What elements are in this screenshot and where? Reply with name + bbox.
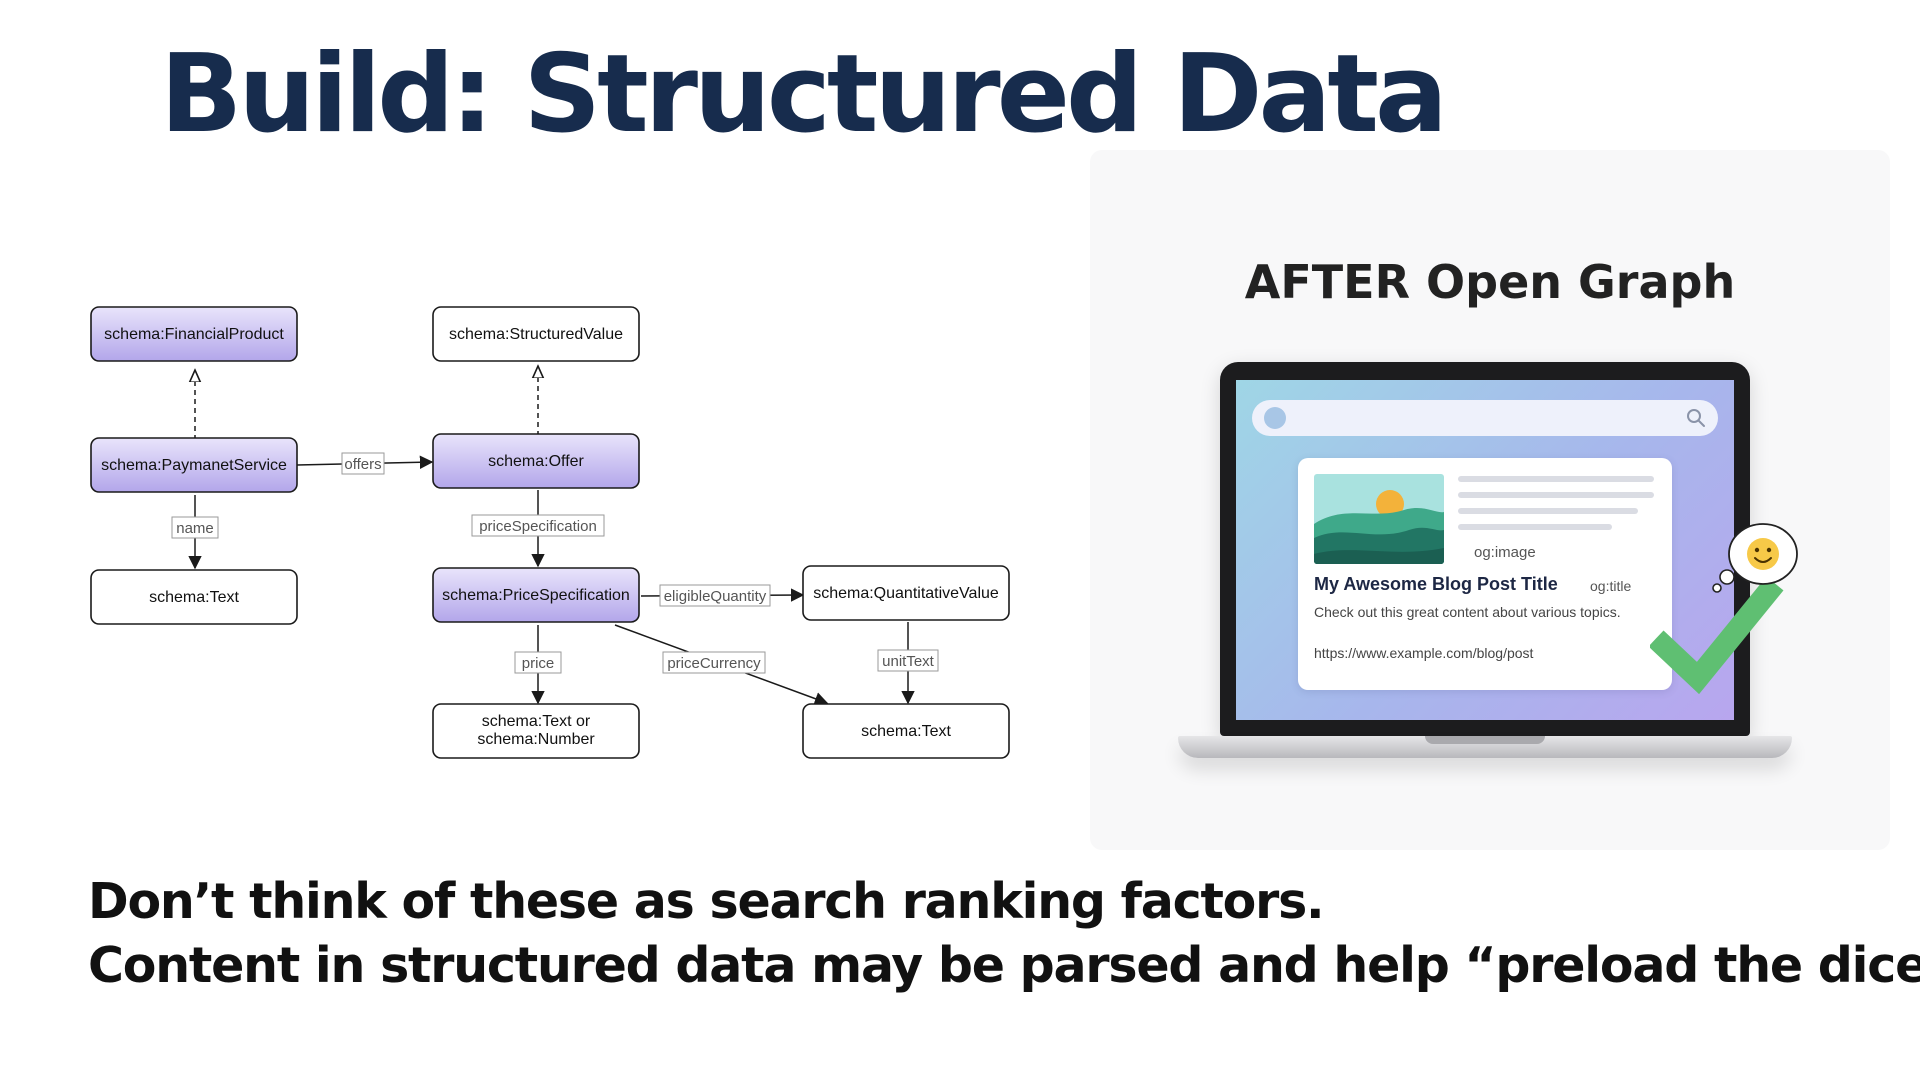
footer-line-2: Content in structured data may be parsed…: [88, 937, 1920, 994]
svg-text:schema:Text or: schema:Text or: [482, 713, 591, 730]
node-price-specification: schema:PriceSpecification: [432, 567, 640, 623]
node-structured-value: schema:StructuredValue: [432, 306, 640, 362]
edge-label-unit-text: unitText: [877, 649, 939, 672]
footer-line-1: Don’t think of these as search ranking f…: [88, 873, 1325, 930]
node-payment-service: schema:PaymanetService: [90, 437, 298, 493]
og-heading: AFTER Open Graph: [1244, 255, 1736, 309]
svg-text:schema:PaymanetService: schema:PaymanetService: [101, 457, 287, 474]
search-icon: [1687, 409, 1705, 427]
og-description: Check out this great content about vario…: [1314, 604, 1621, 620]
node-offer: schema:Offer: [432, 433, 640, 489]
edge-label-price: price: [514, 651, 562, 674]
edge-label-offers: offers: [341, 452, 385, 475]
laptop-notch: [1425, 736, 1545, 744]
search-bar-dot: [1264, 407, 1286, 429]
node-quantitative-value: schema:QuantitativeValue: [802, 565, 1010, 621]
svg-text:offers: offers: [344, 456, 381, 473]
svg-text:schema:FinancialProduct: schema:FinancialProduct: [104, 326, 284, 343]
og-title-text: My Awesome Blog Post Title: [1314, 574, 1558, 594]
og-image-thumbnail: [1314, 474, 1444, 564]
svg-text:priceSpecification: priceSpecification: [479, 518, 597, 535]
schema-diagram: offers name priceSpecification eligibleQ…: [90, 306, 1010, 759]
svg-text:unitText: unitText: [882, 653, 935, 670]
og-text-placeholder: [1458, 476, 1654, 482]
og-url: https://www.example.com/blog/post: [1314, 645, 1534, 661]
og-text-placeholder: [1458, 492, 1654, 498]
svg-text:name: name: [176, 520, 214, 537]
svg-text:priceCurrency: priceCurrency: [667, 655, 761, 672]
edge-label-price-specification: priceSpecification: [471, 514, 605, 537]
svg-text:price: price: [522, 655, 555, 672]
edge-label-eligible-quantity: eligibleQuantity: [659, 584, 771, 607]
search-bar: [1252, 400, 1718, 436]
node-text-or-number: schema:Text or schema:Number: [432, 703, 640, 759]
slide-title: Build: Structured Data: [160, 32, 1448, 157]
laptop-screen: og:image My Awesome Blog Post Title og:t…: [1236, 380, 1734, 720]
og-title-tag: og:title: [1590, 578, 1632, 594]
svg-text:schema:StructuredValue: schema:StructuredValue: [449, 326, 623, 343]
smiley-icon: [1712, 523, 1798, 593]
svg-text:schema:PriceSpecification: schema:PriceSpecification: [442, 587, 630, 604]
checkmark-icon: [1650, 580, 1784, 695]
og-text-placeholder: [1458, 508, 1638, 514]
node-text-left: schema:Text: [90, 569, 298, 625]
edge-label-price-currency: priceCurrency: [662, 651, 766, 674]
og-image-label: og:image: [1474, 544, 1536, 561]
og-preview-card: og:image My Awesome Blog Post Title og:t…: [1298, 458, 1672, 690]
node-financial-product: schema:FinancialProduct: [90, 306, 298, 362]
edge-label-name: name: [171, 516, 219, 539]
svg-text:eligibleQuantity: eligibleQuantity: [664, 588, 767, 605]
laptop-base: [1178, 736, 1792, 758]
svg-text:schema:QuantitativeValue: schema:QuantitativeValue: [813, 585, 999, 602]
svg-text:schema:Text: schema:Text: [861, 723, 951, 740]
node-text-right: schema:Text: [802, 703, 1010, 759]
svg-text:schema:Text: schema:Text: [149, 589, 239, 606]
svg-text:schema:Number: schema:Number: [477, 731, 595, 748]
og-text-placeholder: [1458, 524, 1612, 530]
svg-text:schema:Offer: schema:Offer: [488, 453, 584, 470]
